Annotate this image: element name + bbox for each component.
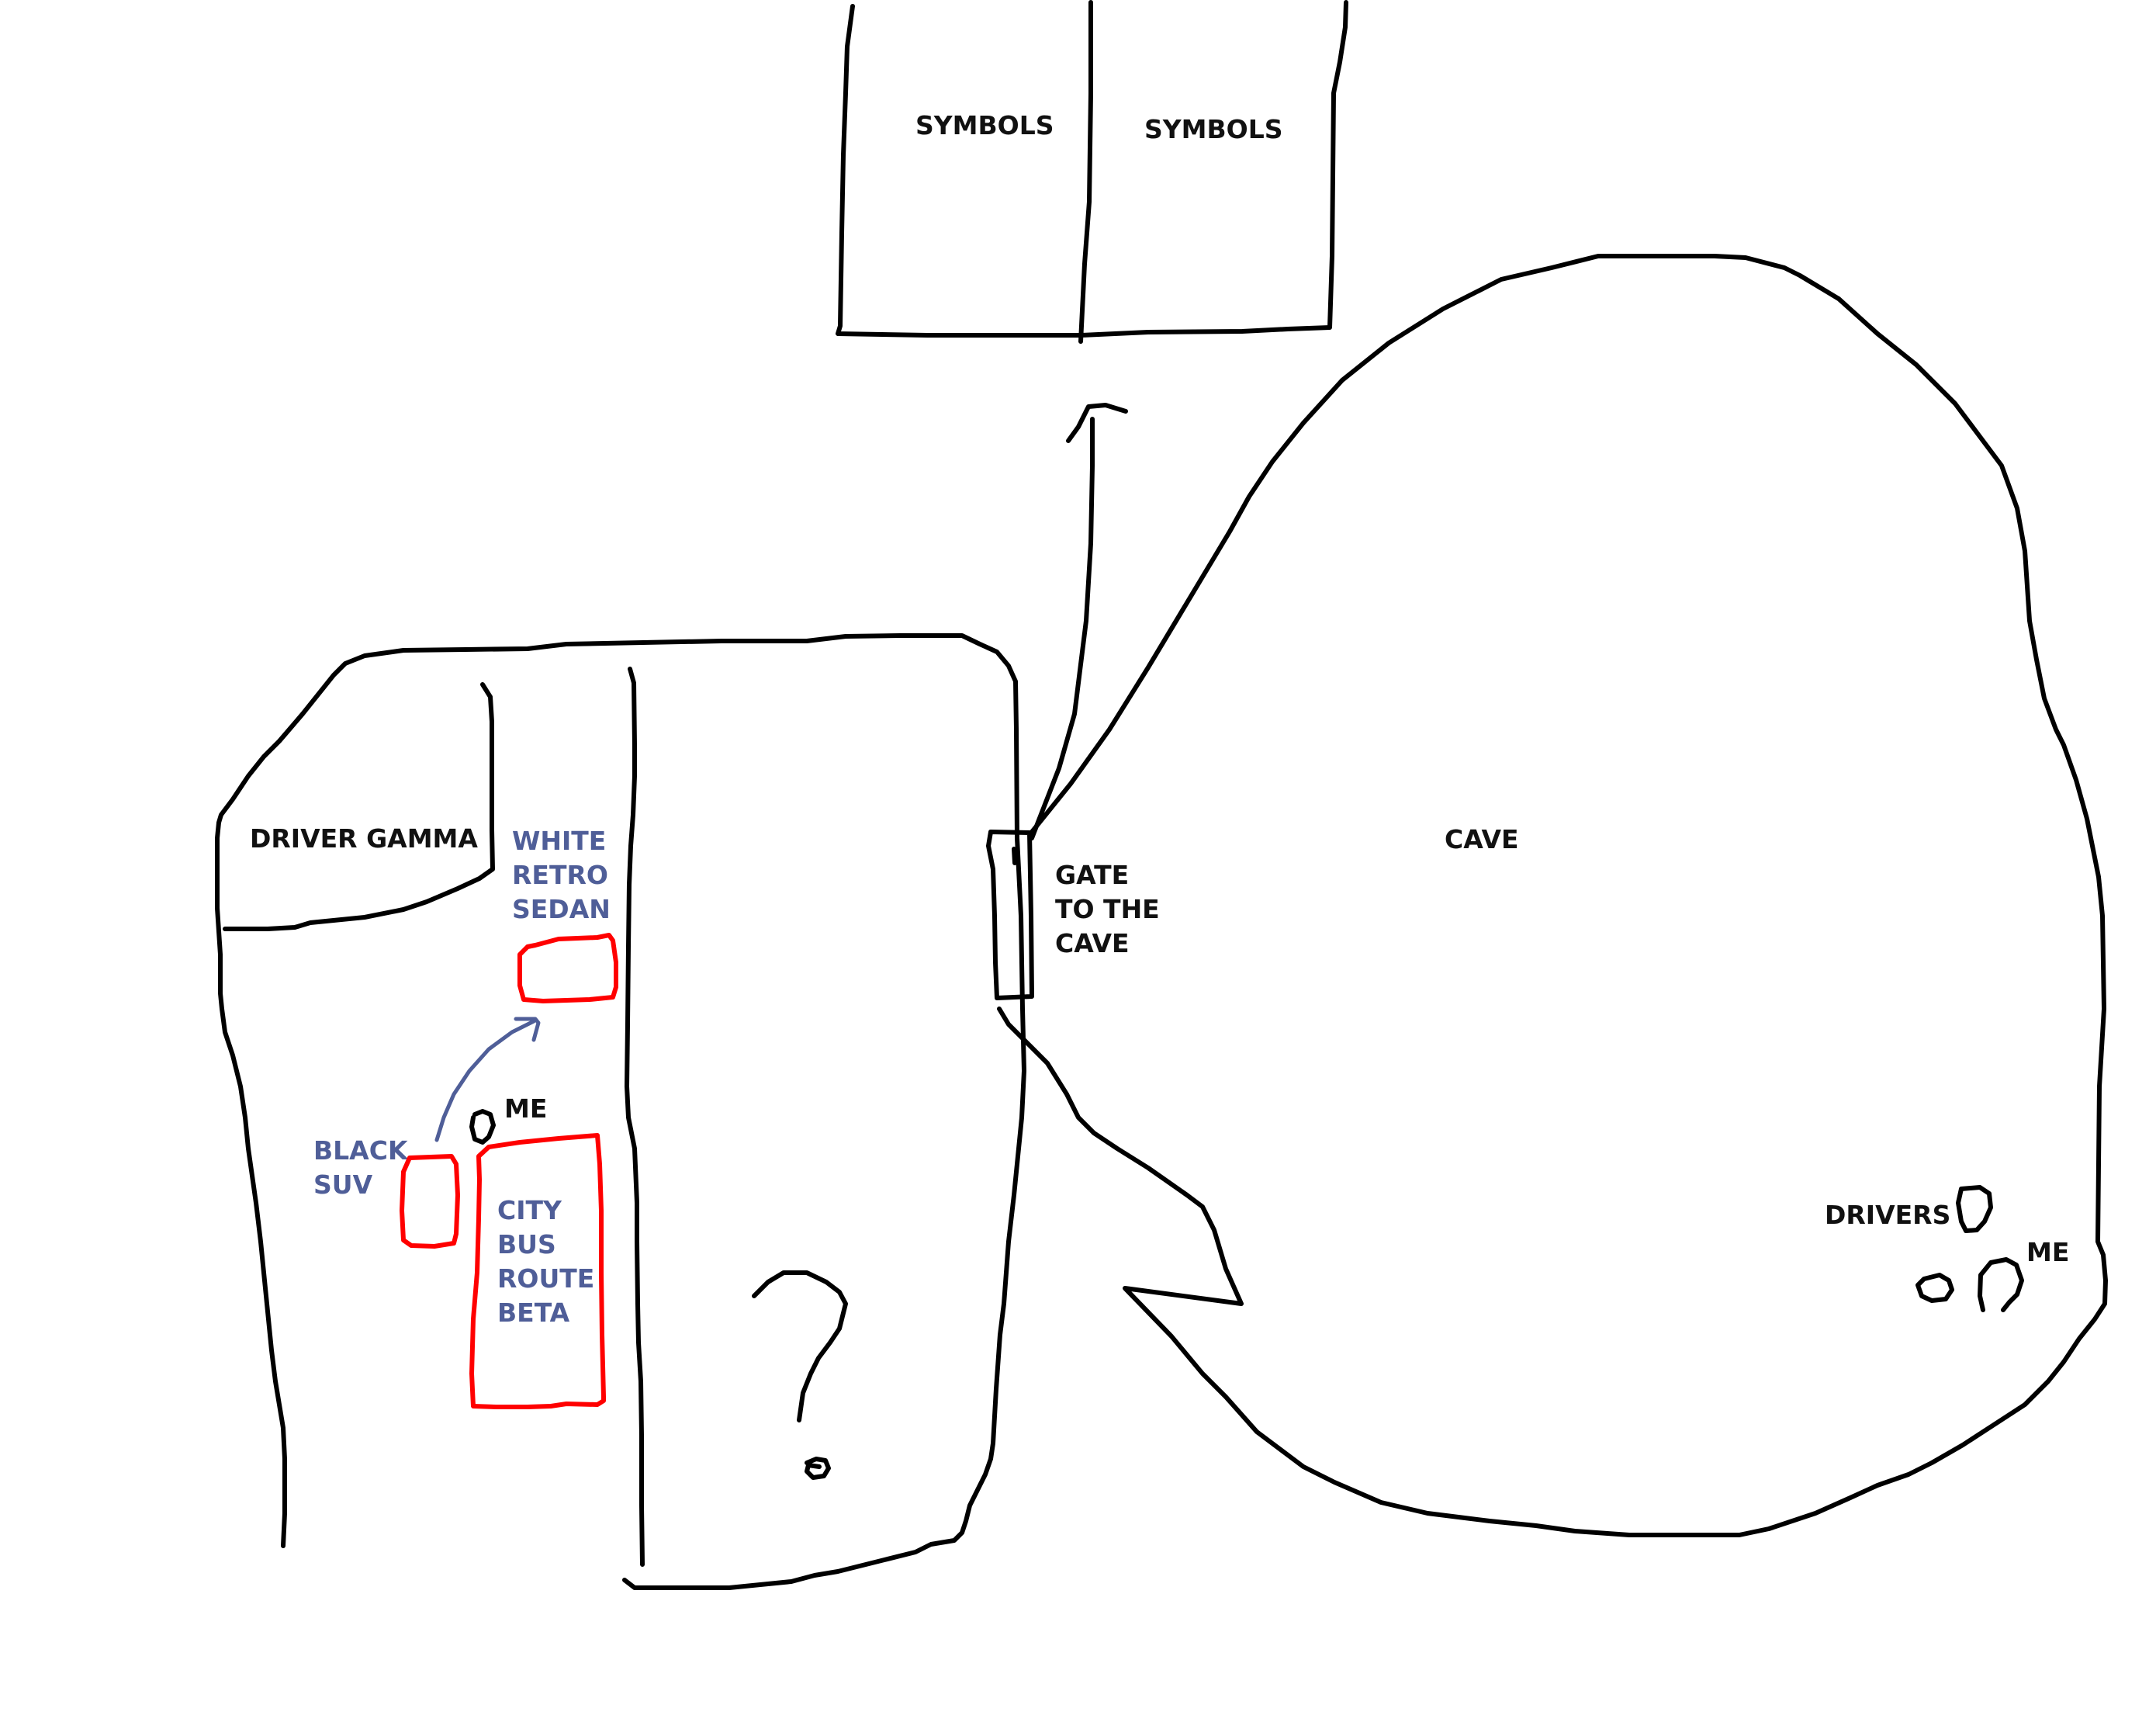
symbols-panels	[836, 0, 1348, 344]
arrow-up-shaft	[1030, 417, 1095, 840]
gate-inner-mark	[1012, 847, 1017, 865]
white-retro-sedan-label-line2: RETRO	[512, 860, 608, 890]
white-retro-sedan-label-line1: WHITE	[512, 826, 606, 856]
arrow-up-head	[1066, 403, 1128, 443]
city-bus-label-line4: BETA	[497, 1298, 570, 1328]
city-bus-label-line3: ROUTE	[497, 1263, 594, 1294]
curved-arrow-icon	[434, 1017, 541, 1142]
driver-marker-2	[1915, 1273, 1954, 1303]
black-suv-label-line2: SUV	[313, 1169, 373, 1200]
question-mark-curve	[752, 1270, 848, 1422]
driver-marker-1	[1956, 1185, 1993, 1233]
me-cave-marker	[1978, 1257, 2024, 1312]
driver-gamma-label: DRIVER GAMMA	[250, 823, 478, 854]
arrow-up-icon	[1030, 403, 1128, 840]
city-bus-label-line1: CITY	[497, 1195, 562, 1225]
city-bus-box	[469, 1133, 606, 1409]
cave-label: CAVE	[1445, 824, 1519, 854]
me-lot-marker	[469, 1109, 496, 1145]
white-retro-sedan-box	[517, 933, 618, 1003]
black-suv-label-line1: BLACK	[313, 1135, 409, 1166]
symbols-right-label: SYMBOLS	[1144, 114, 1283, 144]
me-lot-label: ME	[504, 1093, 547, 1124]
lane-divider-middle	[625, 667, 645, 1567]
symbols-panel-divider	[1078, 0, 1093, 344]
gate-rectangle	[986, 830, 1034, 1000]
me-cave-label: ME	[2026, 1237, 2069, 1267]
cave-outline	[997, 254, 2108, 1537]
question-mark-dot	[805, 1457, 831, 1480]
drivers-label: DRIVERS	[1825, 1200, 1950, 1230]
gate-label-line1: GATE	[1055, 860, 1129, 890]
curved-arrow-head	[514, 1017, 541, 1042]
gate-label-line3: CAVE	[1055, 928, 1130, 958]
question-mark-icon	[752, 1270, 848, 1480]
lane-divider-left	[223, 682, 495, 931]
black-suv-box	[400, 1154, 460, 1249]
gate-label-line2: TO THE	[1055, 894, 1160, 924]
curved-arrow-shaft	[434, 1019, 536, 1142]
symbols-left-label: SYMBOLS	[915, 110, 1054, 140]
city-bus-label-line2: BUS	[497, 1229, 556, 1260]
white-retro-sedan-label-line3: SEDAN	[512, 894, 611, 924]
parking-lot-outline	[215, 633, 1026, 1590]
